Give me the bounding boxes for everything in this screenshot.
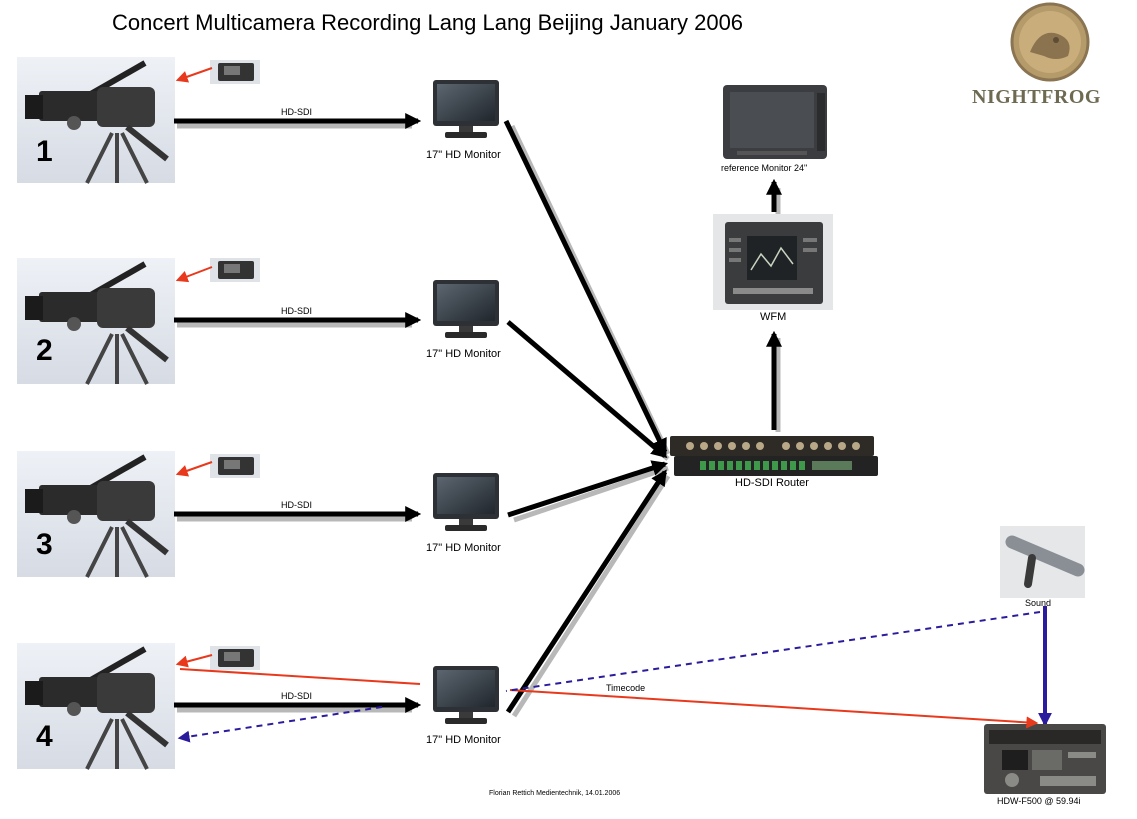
- footer-credit: Florian Rettich Medientechnik, 14.01.200…: [489, 790, 621, 797]
- remote-control-unit-2: [210, 258, 260, 282]
- hd-sdi-label-3: HD-SDI: [281, 500, 312, 510]
- frog-icon: [1030, 32, 1070, 59]
- monitor-4-label: 17" HD Monitor: [426, 734, 501, 746]
- nightfrog-logo: [1010, 2, 1090, 82]
- remote-control-unit-1: [210, 60, 260, 84]
- hdcam-recorder: [984, 724, 1106, 794]
- camera-2: [17, 258, 175, 385]
- sound-label: Sound: [1025, 598, 1052, 608]
- camera-1-number: 1: [36, 135, 53, 168]
- monitor-4: [433, 666, 499, 724]
- monitor-2: [433, 280, 499, 338]
- camera-icon: [25, 60, 169, 184]
- router-label: HD-SDI Router: [735, 477, 809, 489]
- wfm-label: WFM: [760, 311, 787, 323]
- remote-control-unit-4: [210, 646, 260, 670]
- recorder-label: HDW-F500 @ 59.94i: [997, 796, 1081, 806]
- reference-monitor: [723, 85, 827, 159]
- camera-4-number: 4: [36, 720, 53, 753]
- camera-icon: [25, 454, 169, 578]
- hd-sdi-label-4: HD-SDI: [281, 691, 312, 701]
- hd-sdi-links: [174, 112, 422, 714]
- monitor-3: [433, 473, 499, 531]
- camera-4: [17, 643, 175, 770]
- sync-link-dashed: [177, 611, 1041, 743]
- reference-monitor-label: reference Monitor 24": [721, 163, 808, 173]
- monitor-2-label: 17" HD Monitor: [426, 348, 501, 360]
- hd-sdi-router: [670, 436, 878, 476]
- monitoring-links: [765, 178, 783, 432]
- hd-sdi-label-1: HD-SDI: [281, 107, 312, 117]
- camera-2-number: 2: [36, 334, 53, 367]
- camera-3-number: 3: [36, 528, 53, 561]
- monitor-1: [433, 80, 499, 138]
- control-arrows: [175, 67, 213, 668]
- page-title: Concert Multicamera Recording Lang Lang …: [112, 10, 744, 35]
- hd-sdi-label-2: HD-SDI: [281, 306, 312, 316]
- camera-3: [17, 451, 175, 578]
- remote-control-unit-3: [210, 454, 260, 478]
- logo-wordmark: NIGHTFROG: [972, 86, 1101, 108]
- timecode-link: [179, 668, 1039, 729]
- camera-icon: [25, 646, 169, 770]
- monitor-3-label: 17" HD Monitor: [426, 542, 501, 554]
- monitor-1-label: 17" HD Monitor: [426, 149, 501, 161]
- waveform-monitor: [713, 214, 833, 310]
- camera-1: [17, 57, 175, 184]
- camera-icon: [25, 261, 169, 385]
- router-feeds: [503, 119, 671, 718]
- microphone: [1000, 526, 1085, 598]
- timecode-label: Timecode: [606, 683, 646, 693]
